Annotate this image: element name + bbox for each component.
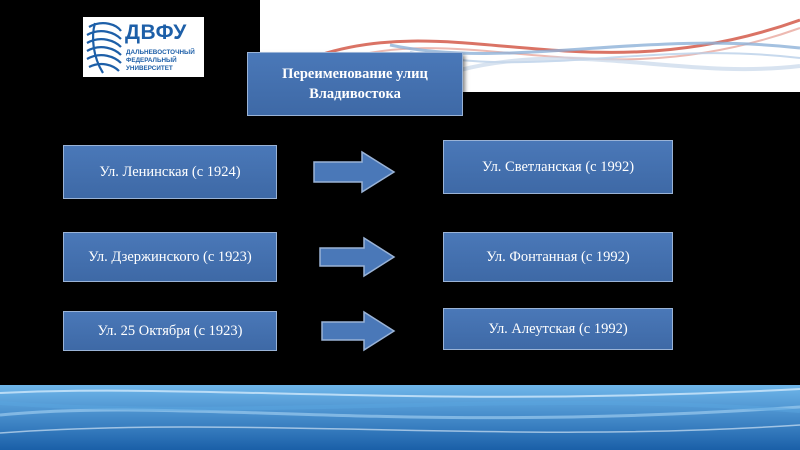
title-line-2: Владивостока [309,84,401,104]
old-street-name-1: Ул. Ленинская (с 1924) [63,145,277,199]
old-street-name-3: Ул. 25 Октября (с 1923) [63,311,277,351]
logo-line-2: ФЕДЕРАЛЬНЫЙ [126,57,177,64]
right-arrow-icon [318,236,396,278]
right-arrow-icon [312,150,396,194]
university-logo: ДВФУ ДАЛЬНЕВОСТОЧНЫЙ ФЕДЕРАЛЬНЫЙ УНИВЕРС… [83,17,204,77]
logo-abbreviation: ДВФУ [125,21,187,45]
new-street-name-3: Ул. Алеутская (с 1992) [443,308,673,350]
new-street-name-2: Ул. Фонтанная (с 1992) [443,232,673,282]
logo-line-3: УНИВЕРСИТЕТ [126,65,173,72]
old-street-name-2: Ул. Дзержинского (с 1923) [63,232,277,282]
footer-wave-decoration [0,385,800,450]
diagram-title: Переименование улиц Владивостока [247,52,463,116]
logo-emblem-icon [83,17,125,77]
logo-line-1: ДАЛЬНЕВОСТОЧНЫЙ [126,49,195,56]
right-arrow-icon [320,310,396,352]
title-line-1: Переименование улиц [282,64,428,84]
new-street-name-1: Ул. Светланская (с 1992) [443,140,673,194]
